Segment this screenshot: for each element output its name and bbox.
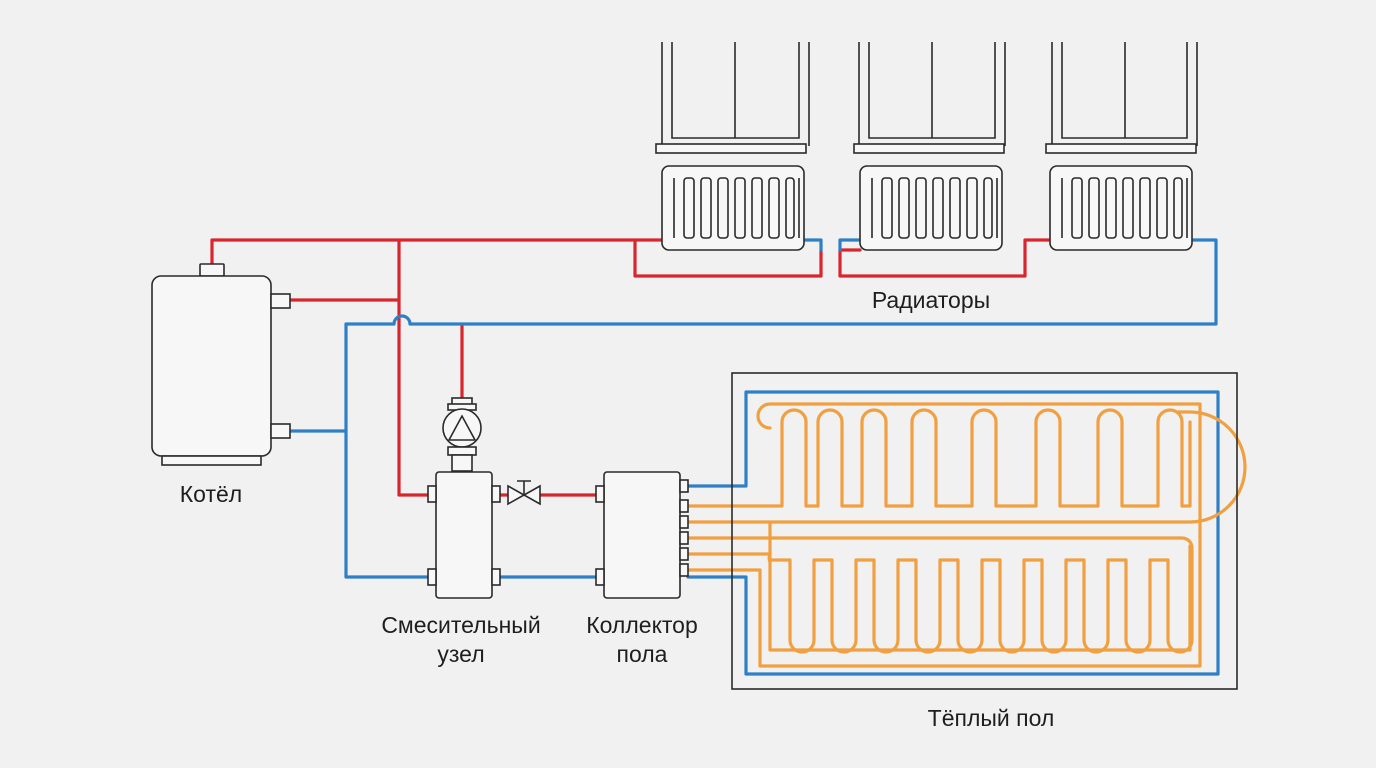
radiator-2 — [859, 165, 1003, 251]
radiators-label: Радиаторы — [872, 287, 990, 313]
window-3 — [1045, 42, 1198, 154]
warm-floor-label: Тёплый пол — [928, 705, 1055, 731]
boiler-label: Котёл — [180, 481, 242, 507]
window-1 — [655, 42, 810, 154]
radiator-1 — [661, 165, 805, 251]
mixing-unit — [427, 471, 501, 599]
collector-label-line2: пола — [617, 641, 668, 667]
mixing-unit-label-line2: узел — [437, 641, 484, 667]
mixing-supply-pipe — [460, 324, 600, 497]
floor-supply-pipe — [686, 390, 1220, 676]
warm-floor-room — [731, 372, 1238, 690]
supply-pipes — [210, 238, 1054, 497]
boiler — [151, 263, 291, 466]
circulation-pump — [442, 397, 482, 472]
supply-main-pipe — [210, 238, 1054, 497]
floor-collector — [595, 471, 689, 599]
collector-label-line1: Коллектор — [586, 612, 698, 638]
return-main-pipe — [344, 238, 1218, 579]
radiator-return-2 — [838, 238, 862, 252]
mixing-unit-label-line1: Смесительный — [381, 612, 540, 638]
floor-heating-loop — [686, 402, 1247, 668]
valve-icon — [507, 480, 541, 506]
radiator-3 — [1049, 165, 1193, 251]
window-2 — [853, 42, 1006, 154]
radiator-return-1 — [802, 238, 823, 252]
return-pipes — [288, 238, 1220, 676]
